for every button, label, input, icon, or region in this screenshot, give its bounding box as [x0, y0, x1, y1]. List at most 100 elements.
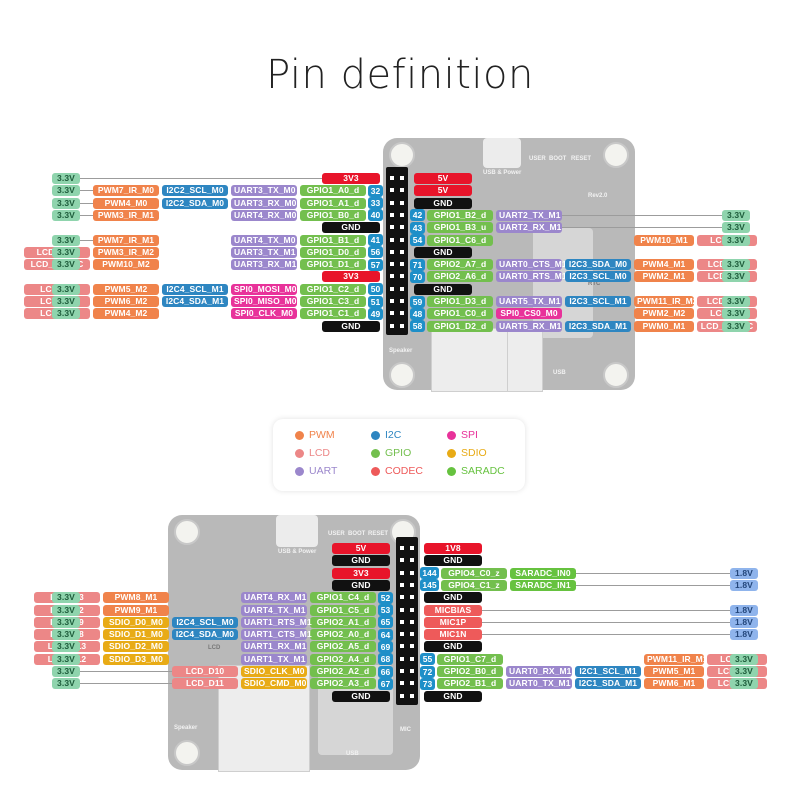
connector-line — [80, 671, 172, 672]
voltage-badge: 3.3V — [52, 592, 80, 604]
legend-label: SPI — [461, 429, 478, 441]
voltage-badge: 3.3V — [52, 234, 80, 246]
pin — [390, 249, 394, 254]
silk-reset: RESET — [571, 156, 592, 162]
pin-gpio1-a1-d: GPIO1_A1_d — [300, 197, 366, 209]
pin-number: 59 — [410, 295, 425, 308]
pin — [390, 188, 394, 193]
pin — [390, 262, 394, 267]
pin-gpio4-c1-z: GPIO4_C1_z — [441, 579, 507, 591]
pin-gpio2-a4-d: GPIO2_A4_d — [310, 653, 376, 665]
silk-user: USER — [529, 156, 546, 162]
pin — [410, 681, 414, 686]
pin-header — [386, 167, 408, 335]
pin — [390, 299, 394, 303]
legend-dot-icon — [295, 467, 304, 476]
pin — [400, 323, 404, 328]
func-uart0-rx-m1: UART0_RX_M1 — [506, 666, 572, 677]
pin — [410, 644, 414, 649]
mounting-hole — [389, 362, 415, 388]
pin-gpio2-a1-d: GPIO2_A1_d — [310, 616, 376, 628]
func-uart0-cts-m1: UART0_CTS_M1 — [496, 259, 567, 271]
voltage-badge: 3.3V — [52, 283, 80, 295]
legend-label: SARADC — [461, 465, 505, 477]
connector-line — [80, 214, 93, 216]
pin-mic1n: MIC1N — [424, 629, 482, 641]
func-sdio-clk-m0: SDIO_CLK_M0 — [241, 666, 307, 677]
pin — [390, 237, 394, 242]
func-uart0-rts-m1: UART0_RTS_M1 — [496, 271, 567, 283]
voltage-badge: 3.3V — [730, 678, 758, 690]
pin-gpio1-b2-d: GPIO1_B2_d — [427, 209, 493, 221]
pin-gpio1-b3-u: GPIO1_B3_u — [427, 222, 493, 234]
pin-gnd: GND — [332, 555, 390, 567]
pin-gpio1-a0-d: GPIO1_A0_d — [300, 185, 366, 197]
pin — [400, 200, 404, 205]
pin — [390, 225, 394, 230]
connector-line — [562, 214, 722, 216]
pin-gpio1-c0-d: GPIO1_C0_d — [427, 308, 493, 320]
pin — [410, 595, 414, 600]
pin — [400, 274, 404, 279]
pin-gnd: GND — [424, 641, 482, 653]
pin-number: 50 — [368, 283, 383, 296]
pin-5v: 5V — [414, 173, 472, 184]
silk-speaker: Speaker — [389, 348, 413, 354]
pin-gpio1-d1-d: GPIO1_D1_d — [300, 259, 366, 271]
pin — [400, 176, 404, 180]
voltage-badge: 3.3V — [52, 678, 80, 690]
pin-number: 145 — [420, 579, 439, 592]
legend-label: LCD — [309, 447, 331, 459]
pin-gnd: GND — [414, 197, 472, 209]
pin — [410, 632, 414, 637]
mounting-hole — [174, 519, 200, 545]
voltage-badge: 3.3V — [52, 653, 80, 665]
legend-label: PWM — [309, 429, 335, 441]
pin-gnd: GND — [424, 690, 482, 702]
func-sdio-d2-m0: SDIO_D2_M0 — [103, 641, 169, 653]
pin — [400, 299, 404, 303]
func-pwm5-m1: PWM5_M1 — [644, 666, 704, 677]
pin-gnd: GND — [424, 592, 482, 604]
pin-5v: 5V — [332, 543, 390, 554]
func-i2c3-scl-m1: I2C3_SCL_M1 — [565, 296, 631, 307]
voltage-badge: 1.8V — [730, 567, 758, 579]
func-pwm7-ir-m0: PWM7_IR_M0 — [93, 185, 159, 197]
pin — [410, 656, 414, 661]
voltage-badge: 1.8V — [730, 604, 758, 616]
usb-a-port — [507, 328, 543, 392]
pin — [390, 212, 394, 217]
mounting-hole — [389, 142, 415, 168]
func-uart1-rx-m1: UART1_RX_M1 — [241, 641, 307, 653]
pin-3v3: 3V3 — [322, 271, 380, 283]
pin-gnd: GND — [332, 579, 390, 591]
pin-number: 33 — [368, 197, 383, 210]
func-pwm4-m2: PWM4_M2 — [93, 308, 159, 320]
pin — [410, 607, 414, 612]
connector-line — [80, 683, 172, 685]
func-uart5-rx-m1: UART5_RX_M1 — [496, 320, 562, 332]
pin-number: 144 — [420, 567, 439, 580]
pin-gnd: GND — [322, 320, 380, 332]
func-uart0-tx-m1: UART0_TX_M1 — [506, 678, 572, 690]
func-uart4-tx-m1: UART4_TX_M1 — [241, 604, 307, 616]
func-uart3-tx-m1: UART3_TX_M1 — [231, 246, 297, 258]
mounting-hole — [603, 142, 629, 168]
voltage-badge: 3.3V — [52, 296, 80, 307]
func-pwm4-m1: PWM4_M1 — [634, 259, 694, 271]
pin-gpio1-d3-d: GPIO1_D3_d — [427, 296, 493, 307]
func-uart2-tx-m1: UART2_TX_M1 — [496, 209, 562, 221]
silk-speaker: Speaker — [174, 725, 198, 731]
pin-header — [396, 537, 418, 705]
pin-gnd: GND — [322, 222, 380, 234]
func-i2c4-scl-m0: I2C4_SCL_M0 — [172, 616, 238, 628]
pin — [400, 225, 404, 230]
pin-gpio2-a7-d: GPIO2_A7_d — [427, 259, 493, 271]
func-lcd-d10: LCD_D10 — [172, 666, 238, 677]
func-pwm9-m1: PWM9_M1 — [103, 604, 169, 616]
pin-number: 32 — [368, 184, 383, 197]
pin-gpio2-a6-d: GPIO2_A6_d — [427, 271, 493, 283]
pin — [390, 286, 394, 291]
func-uart4-rx-m0: UART4_RX_M0 — [231, 209, 297, 221]
func-i2c2-scl-m0: I2C2_SCL_M0 — [162, 185, 228, 197]
